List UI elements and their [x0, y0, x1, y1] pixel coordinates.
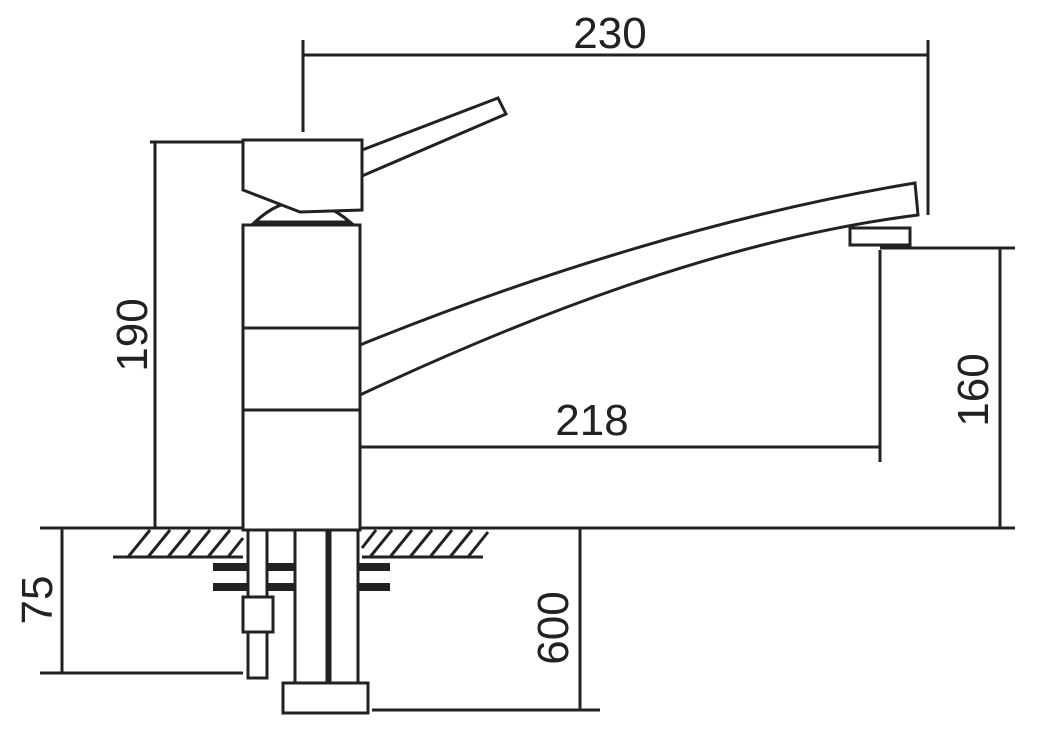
dim-230-label: 230	[573, 9, 646, 58]
hatching	[126, 529, 490, 558]
dim-190-label: 190	[108, 298, 157, 371]
small-pipe-lower	[246, 630, 269, 680]
dimension-218: 218	[301, 250, 882, 462]
dimension-160: 160	[880, 246, 1015, 528]
dimension-75: 75	[13, 528, 243, 675]
dimension-600: 600	[372, 528, 600, 712]
small-pipe	[246, 528, 269, 599]
lever-handle[interactable]	[360, 96, 509, 179]
hose-left	[293, 528, 329, 685]
dimension-230: 230	[301, 9, 930, 215]
dim-75-label: 75	[13, 576, 62, 625]
countertop	[40, 526, 1015, 559]
dimension-190: 190	[108, 140, 243, 528]
mounting-hardware	[213, 528, 390, 715]
dim-218-label: 218	[555, 396, 628, 445]
dim-600-label: 600	[529, 591, 578, 664]
dim-160-label: 160	[949, 353, 998, 426]
spout	[358, 181, 920, 398]
pipe-fitting	[241, 595, 275, 634]
handle-cap	[241, 138, 364, 214]
aerator	[848, 226, 912, 247]
body-column	[241, 223, 362, 532]
hose-base-fitting	[281, 681, 370, 715]
faucet-body	[241, 96, 920, 532]
hose-right	[328, 528, 360, 685]
